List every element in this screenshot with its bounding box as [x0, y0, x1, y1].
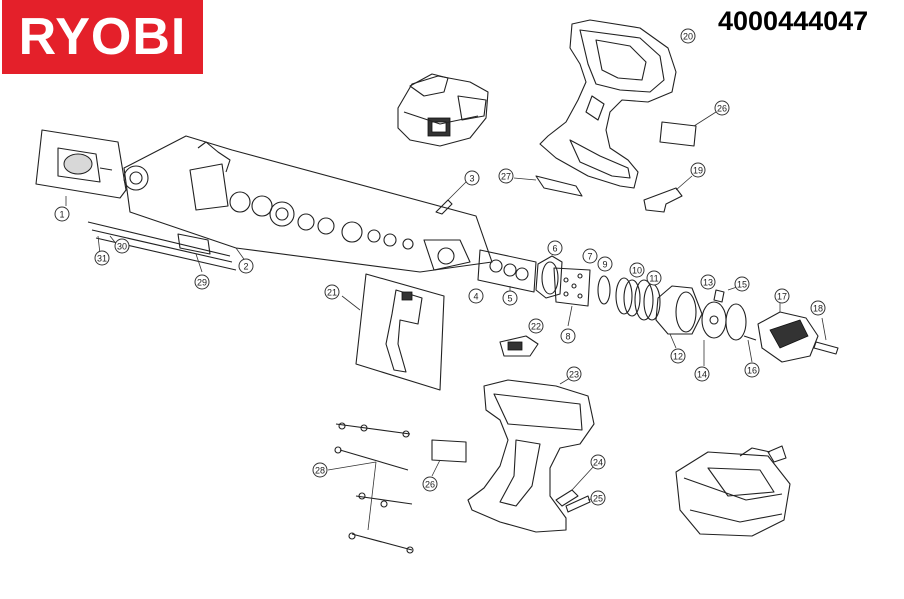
- part-number: 4000444047: [718, 6, 869, 36]
- callout-18: 18: [810, 300, 826, 316]
- callout-number: 9: [602, 260, 607, 270]
- callout-11: 11: [646, 270, 662, 286]
- charger-icon: [675, 445, 791, 537]
- callout-number: 27: [501, 172, 511, 182]
- callout-1: 1: [54, 206, 70, 222]
- screw-set-icon: [327, 422, 414, 554]
- callout-number: 19: [693, 166, 703, 176]
- callout-14: 14: [694, 366, 710, 382]
- callout-28: 28: [312, 462, 328, 478]
- callout-number: 13: [703, 278, 713, 288]
- screw-icon: [435, 199, 453, 215]
- chuck-screw-icon: [813, 317, 839, 355]
- callout-17: 17: [774, 288, 790, 304]
- callout-number: 11: [649, 274, 658, 284]
- gearbox-assembly-icon: [123, 135, 493, 273]
- callout-number: 29: [197, 278, 207, 288]
- callout-26: 26: [422, 476, 438, 492]
- left-housing-half-icon: [467, 377, 595, 533]
- label-plate-icon: [431, 439, 467, 463]
- callout-19: 19: [690, 162, 706, 178]
- clutch-ring-icon: [535, 255, 563, 299]
- callout-4: 4: [468, 288, 484, 304]
- callout-number: 24: [593, 458, 603, 468]
- callout-number: 31: [97, 254, 107, 264]
- callout-number: 2: [243, 262, 248, 272]
- callout-12: 12: [670, 348, 686, 364]
- callout-number: 20: [683, 32, 693, 42]
- callout-number: 7: [587, 252, 592, 262]
- terminal-block-icon: [555, 465, 595, 513]
- callout-10: 10: [629, 262, 645, 278]
- callout-29: 29: [194, 274, 210, 290]
- clip-icon: [535, 175, 583, 197]
- chuck-icon: [757, 302, 819, 363]
- logo-text: RYOBI: [18, 8, 187, 66]
- clutch-collar-icon: [655, 285, 703, 349]
- callout-16: 16: [744, 362, 760, 378]
- battery-pack-icon: [397, 73, 489, 147]
- callout-number: 14: [697, 370, 707, 380]
- callout-number: 25: [593, 494, 603, 504]
- callout-number: 26: [425, 480, 435, 490]
- callout-6: 6: [547, 240, 563, 256]
- callout-number: 8: [565, 332, 570, 342]
- callout-21: 21: [324, 284, 340, 300]
- callout-24: 24: [590, 454, 606, 470]
- callout-number: 23: [569, 370, 579, 380]
- callout-number: 15: [737, 280, 747, 290]
- wire-harness-icon: [87, 221, 237, 273]
- callout-number: 4: [473, 292, 478, 302]
- direction-switch-icon: [499, 335, 539, 357]
- callout-3: 3: [464, 170, 480, 186]
- callout-number: 5: [507, 294, 512, 304]
- ball-bearing-icon: [553, 267, 611, 327]
- callout-20: 20: [680, 28, 696, 44]
- callout-30: 30: [114, 238, 130, 254]
- callout-13: 13: [700, 274, 716, 290]
- callout-number: 12: [673, 352, 683, 362]
- belt-clip-icon: [643, 175, 693, 213]
- callout-number: 30: [117, 242, 127, 252]
- callout-number: 21: [327, 288, 337, 298]
- callout-22: 22: [528, 318, 544, 334]
- callout-25: 25: [590, 490, 606, 506]
- clutch-spring-icon: [615, 277, 661, 321]
- callout-number: 26: [717, 104, 727, 114]
- callout-27: 27: [498, 168, 514, 184]
- callout-number: 18: [813, 304, 823, 314]
- callout-number: 17: [777, 292, 787, 302]
- callout-31: 31: [94, 250, 110, 266]
- callout-8: 8: [560, 328, 576, 344]
- callout-26: 26: [714, 100, 730, 116]
- callout-number: 28: [315, 466, 325, 476]
- callout-7: 7: [582, 248, 598, 264]
- callout-number: 16: [747, 366, 757, 376]
- callout-number: 1: [59, 210, 64, 220]
- callout-23: 23: [566, 366, 582, 382]
- callout-2: 2: [238, 258, 254, 274]
- motor-icon: [35, 129, 127, 206]
- callout-5: 5: [502, 290, 518, 306]
- ryobi-logo: RYOBI: [2, 0, 203, 74]
- callout-number: 10: [632, 266, 642, 276]
- spring-cluster-icon: [477, 249, 537, 294]
- right-housing-half-icon: [539, 19, 677, 189]
- callout-number: 6: [552, 244, 557, 254]
- label-plate-icon: [659, 111, 717, 147]
- callout-number: 3: [469, 174, 474, 184]
- trigger-switch-icon: [341, 273, 445, 391]
- callout-9: 9: [597, 256, 613, 272]
- callout-15: 15: [734, 276, 750, 292]
- spindle-lock-icon: [701, 285, 757, 366]
- callout-number: 22: [531, 322, 541, 332]
